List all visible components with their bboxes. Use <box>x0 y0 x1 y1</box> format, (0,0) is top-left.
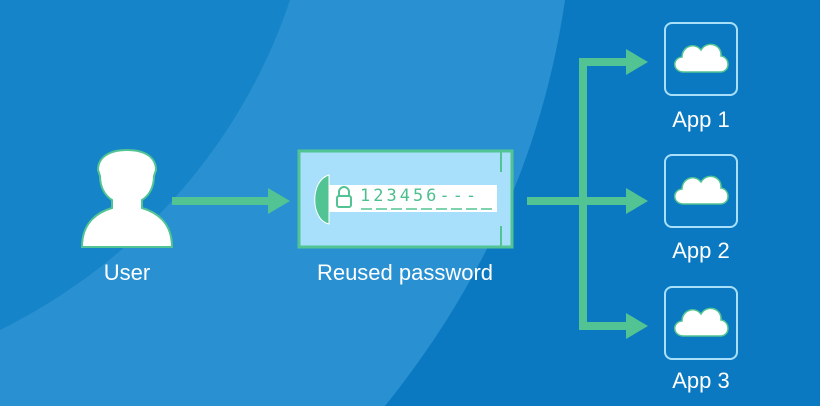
user-label: User <box>103 260 151 285</box>
password-field <box>329 185 497 212</box>
password-card <box>297 149 514 249</box>
user-icon <box>80 148 174 248</box>
cloud-icon <box>674 175 729 205</box>
app-1-box <box>664 22 738 96</box>
app-2-label: App 2 <box>672 238 730 263</box>
cloud-icon <box>674 307 729 337</box>
cloud-icon <box>674 43 729 73</box>
arrow-user-to-password <box>172 188 290 214</box>
arrows-password-to-apps <box>527 49 648 339</box>
app-3-label: App 3 <box>672 368 730 393</box>
reused-password-label: Reused password <box>316 260 494 285</box>
app-1-label: App 1 <box>672 107 730 132</box>
card-tab <box>314 174 330 225</box>
app-2-box <box>664 154 738 228</box>
lock-icon <box>336 186 352 208</box>
app-3-box <box>664 286 738 360</box>
password-value: 123456--- <box>360 186 480 206</box>
